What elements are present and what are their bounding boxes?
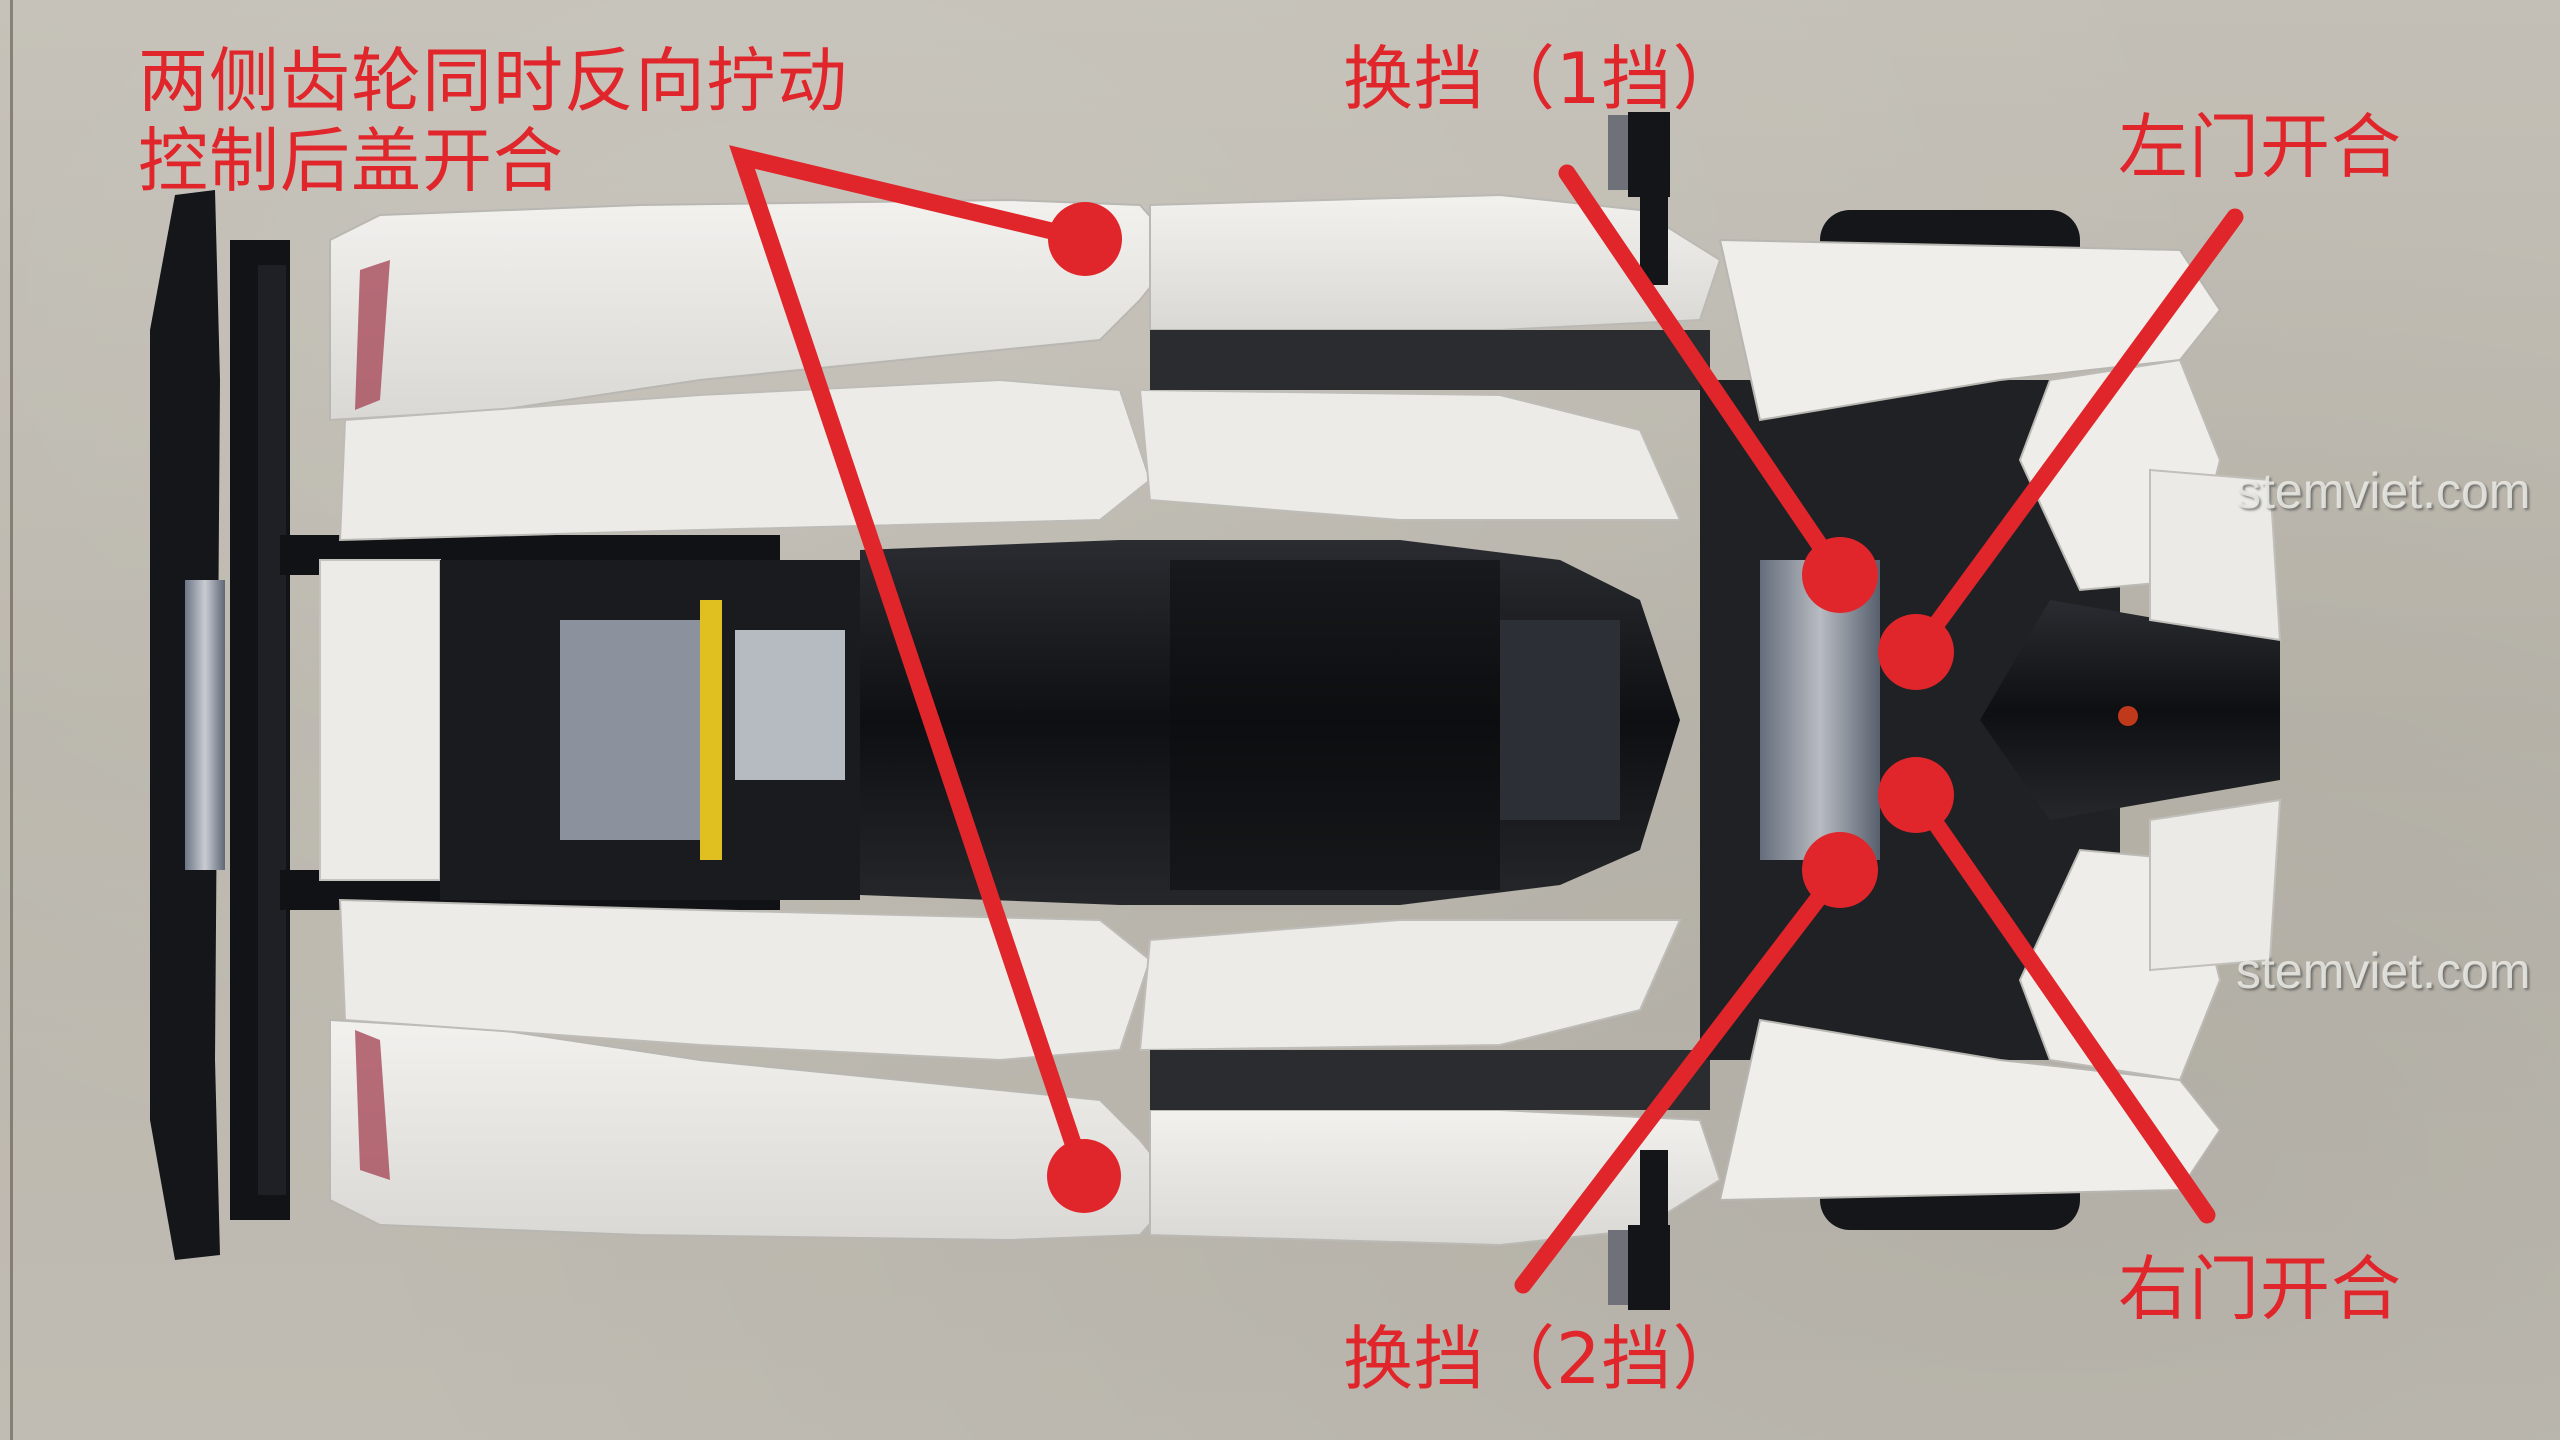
watermark-top: stemviet.com <box>2236 463 2531 519</box>
rear-cover-label-line2: 控制后盖开合 <box>138 120 564 202</box>
left-door-dot <box>1878 614 1954 690</box>
gear-1-pointer-line <box>1558 164 1849 584</box>
gear-2-dot <box>1802 832 1878 908</box>
watermark-bottom: stemviet.com <box>2236 943 2531 999</box>
gear-1-label: 换挡（1挡） <box>1343 38 1744 120</box>
rear-spoiler <box>150 190 290 1260</box>
gear-1-dot <box>1802 537 1878 613</box>
floor-tile-seam <box>10 0 13 1440</box>
gear-2-pointer-line <box>1514 861 1849 1294</box>
rear-cover-label-line1: 两侧齿轮同时反向拧动 <box>138 40 848 122</box>
left-door-pointer-line <box>1907 208 2244 661</box>
rear-cover-gear-bottom-dot <box>1047 1139 1121 1213</box>
right-door-pointer-line <box>1907 786 2216 1224</box>
right-door-label: 右门开合 <box>2118 1248 2402 1330</box>
rear-cover-pointer-lines <box>729 145 1094 1185</box>
right-door-dot <box>1878 757 1954 833</box>
rear-cover-gear-top-dot <box>1048 202 1122 276</box>
gear-2-label: 换挡（2挡） <box>1343 1318 1744 1400</box>
left-door-label: 左门开合 <box>2118 106 2402 188</box>
